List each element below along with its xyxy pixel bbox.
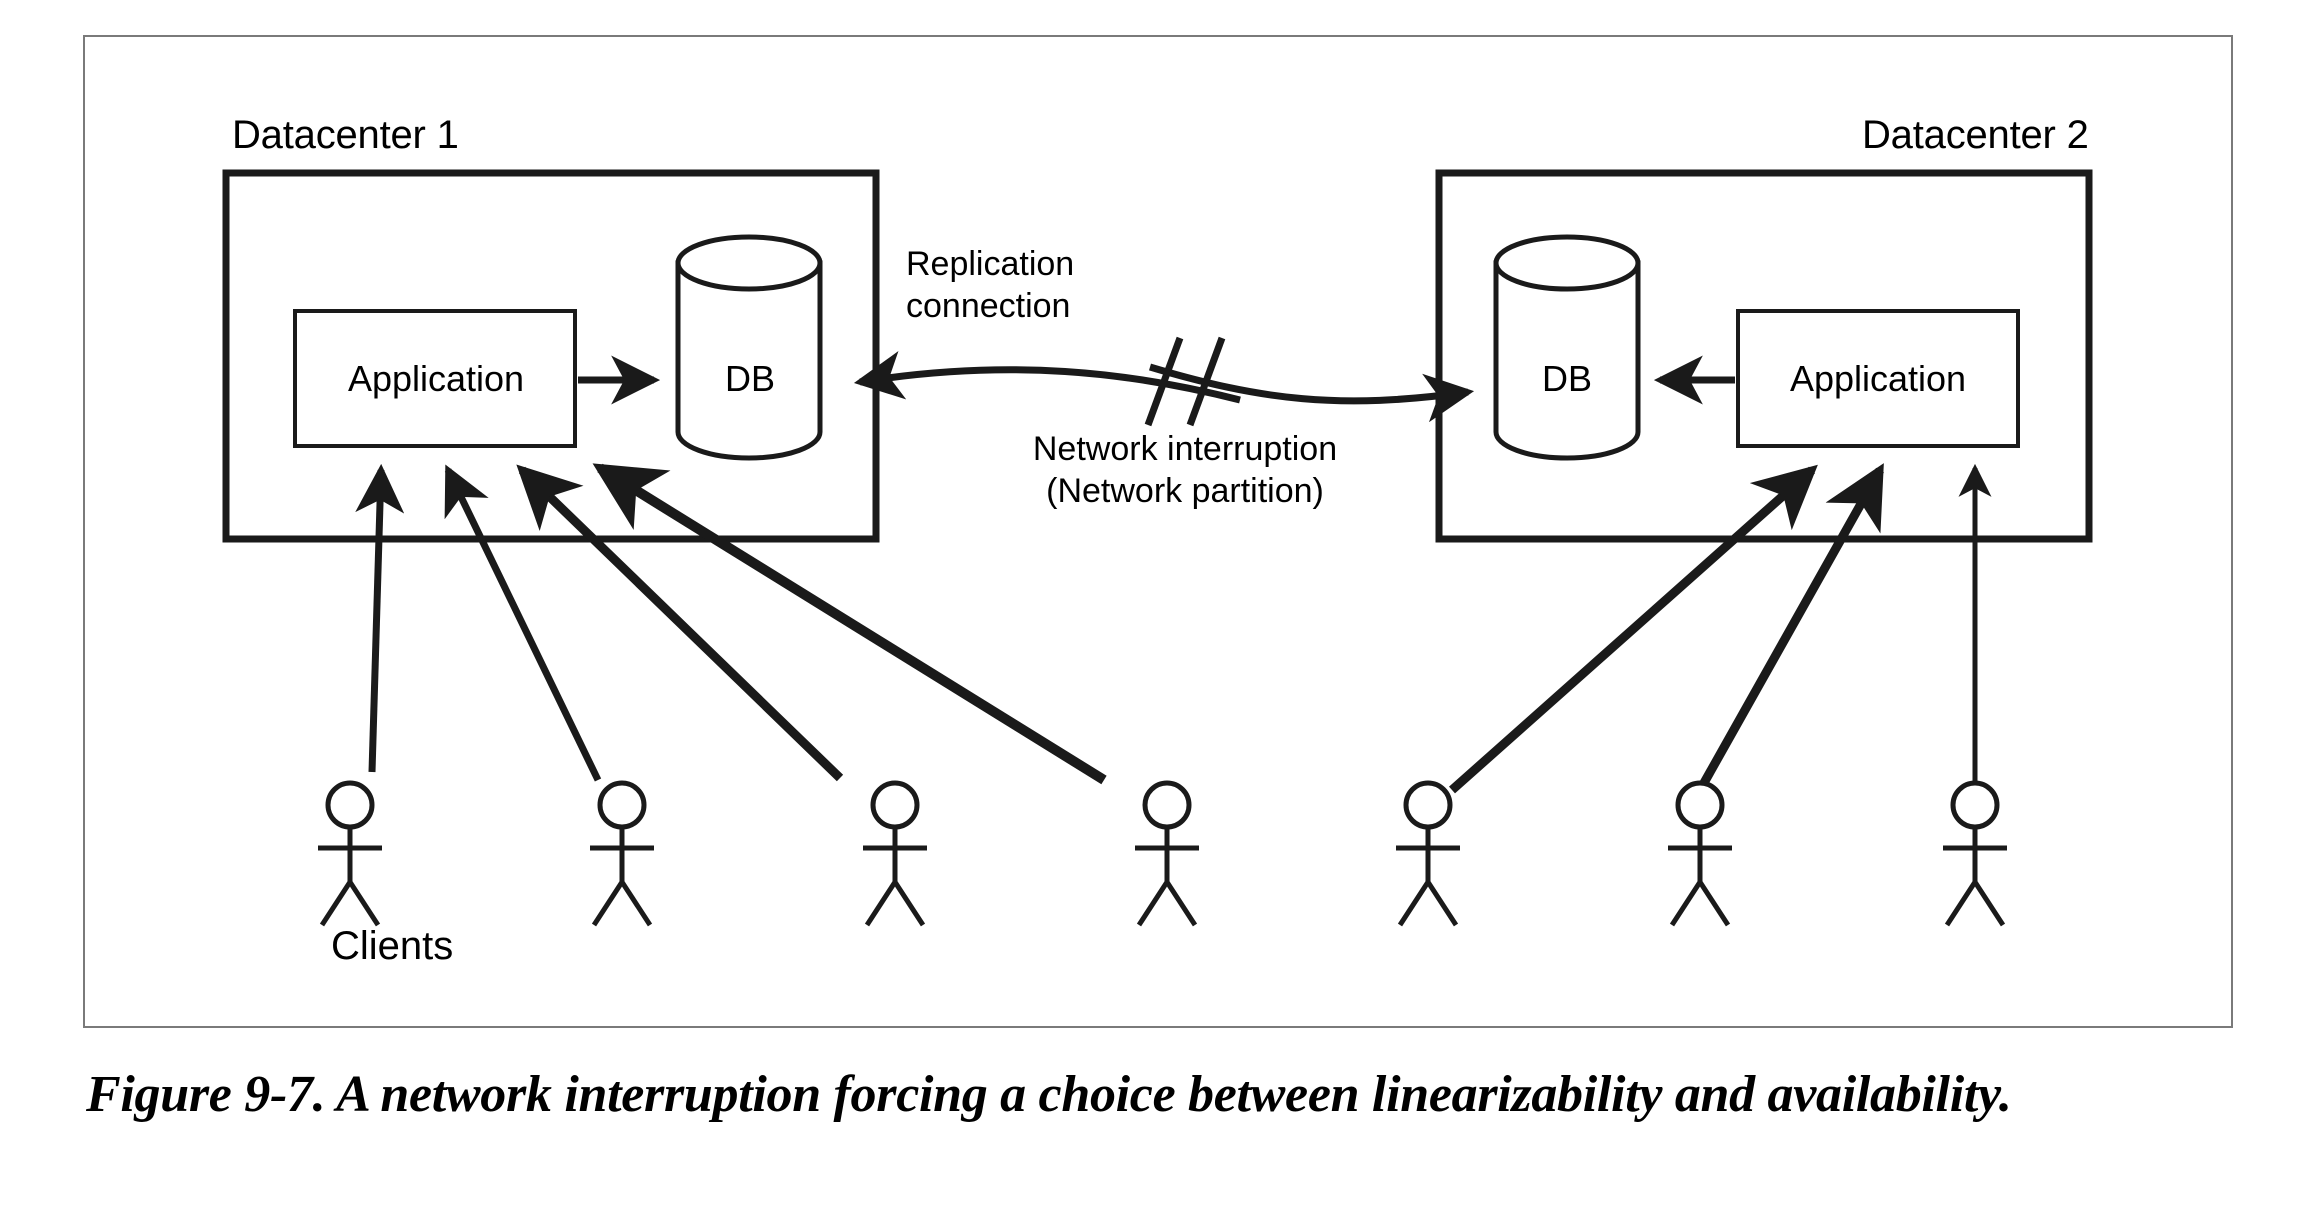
replication-connection-label: Replication connection	[906, 243, 1074, 327]
replication-label-line-2: connection	[906, 287, 1071, 325]
figure-frame	[83, 35, 2233, 1028]
application-2-label: Application	[1789, 358, 1967, 399]
figure-caption: Figure 9-7. A network interruption forci…	[86, 1066, 2012, 1123]
application-1-label: Application	[347, 358, 525, 399]
clients-label: Clients	[331, 924, 454, 968]
network-interruption-label: Network interruption (Network partition)	[1005, 428, 1365, 512]
db-2-label: DB	[1541, 358, 1592, 399]
datacenter-2-label: Datacenter 2	[1862, 113, 2089, 157]
db-1-label: DB	[724, 358, 775, 399]
interruption-label-line-2: (Network partition)	[1046, 472, 1324, 510]
interruption-label-line-1: Network interruption	[1032, 430, 1338, 468]
datacenter-1-label: Datacenter 1	[232, 113, 459, 157]
replication-label-line-1: Replication	[906, 245, 1075, 283]
